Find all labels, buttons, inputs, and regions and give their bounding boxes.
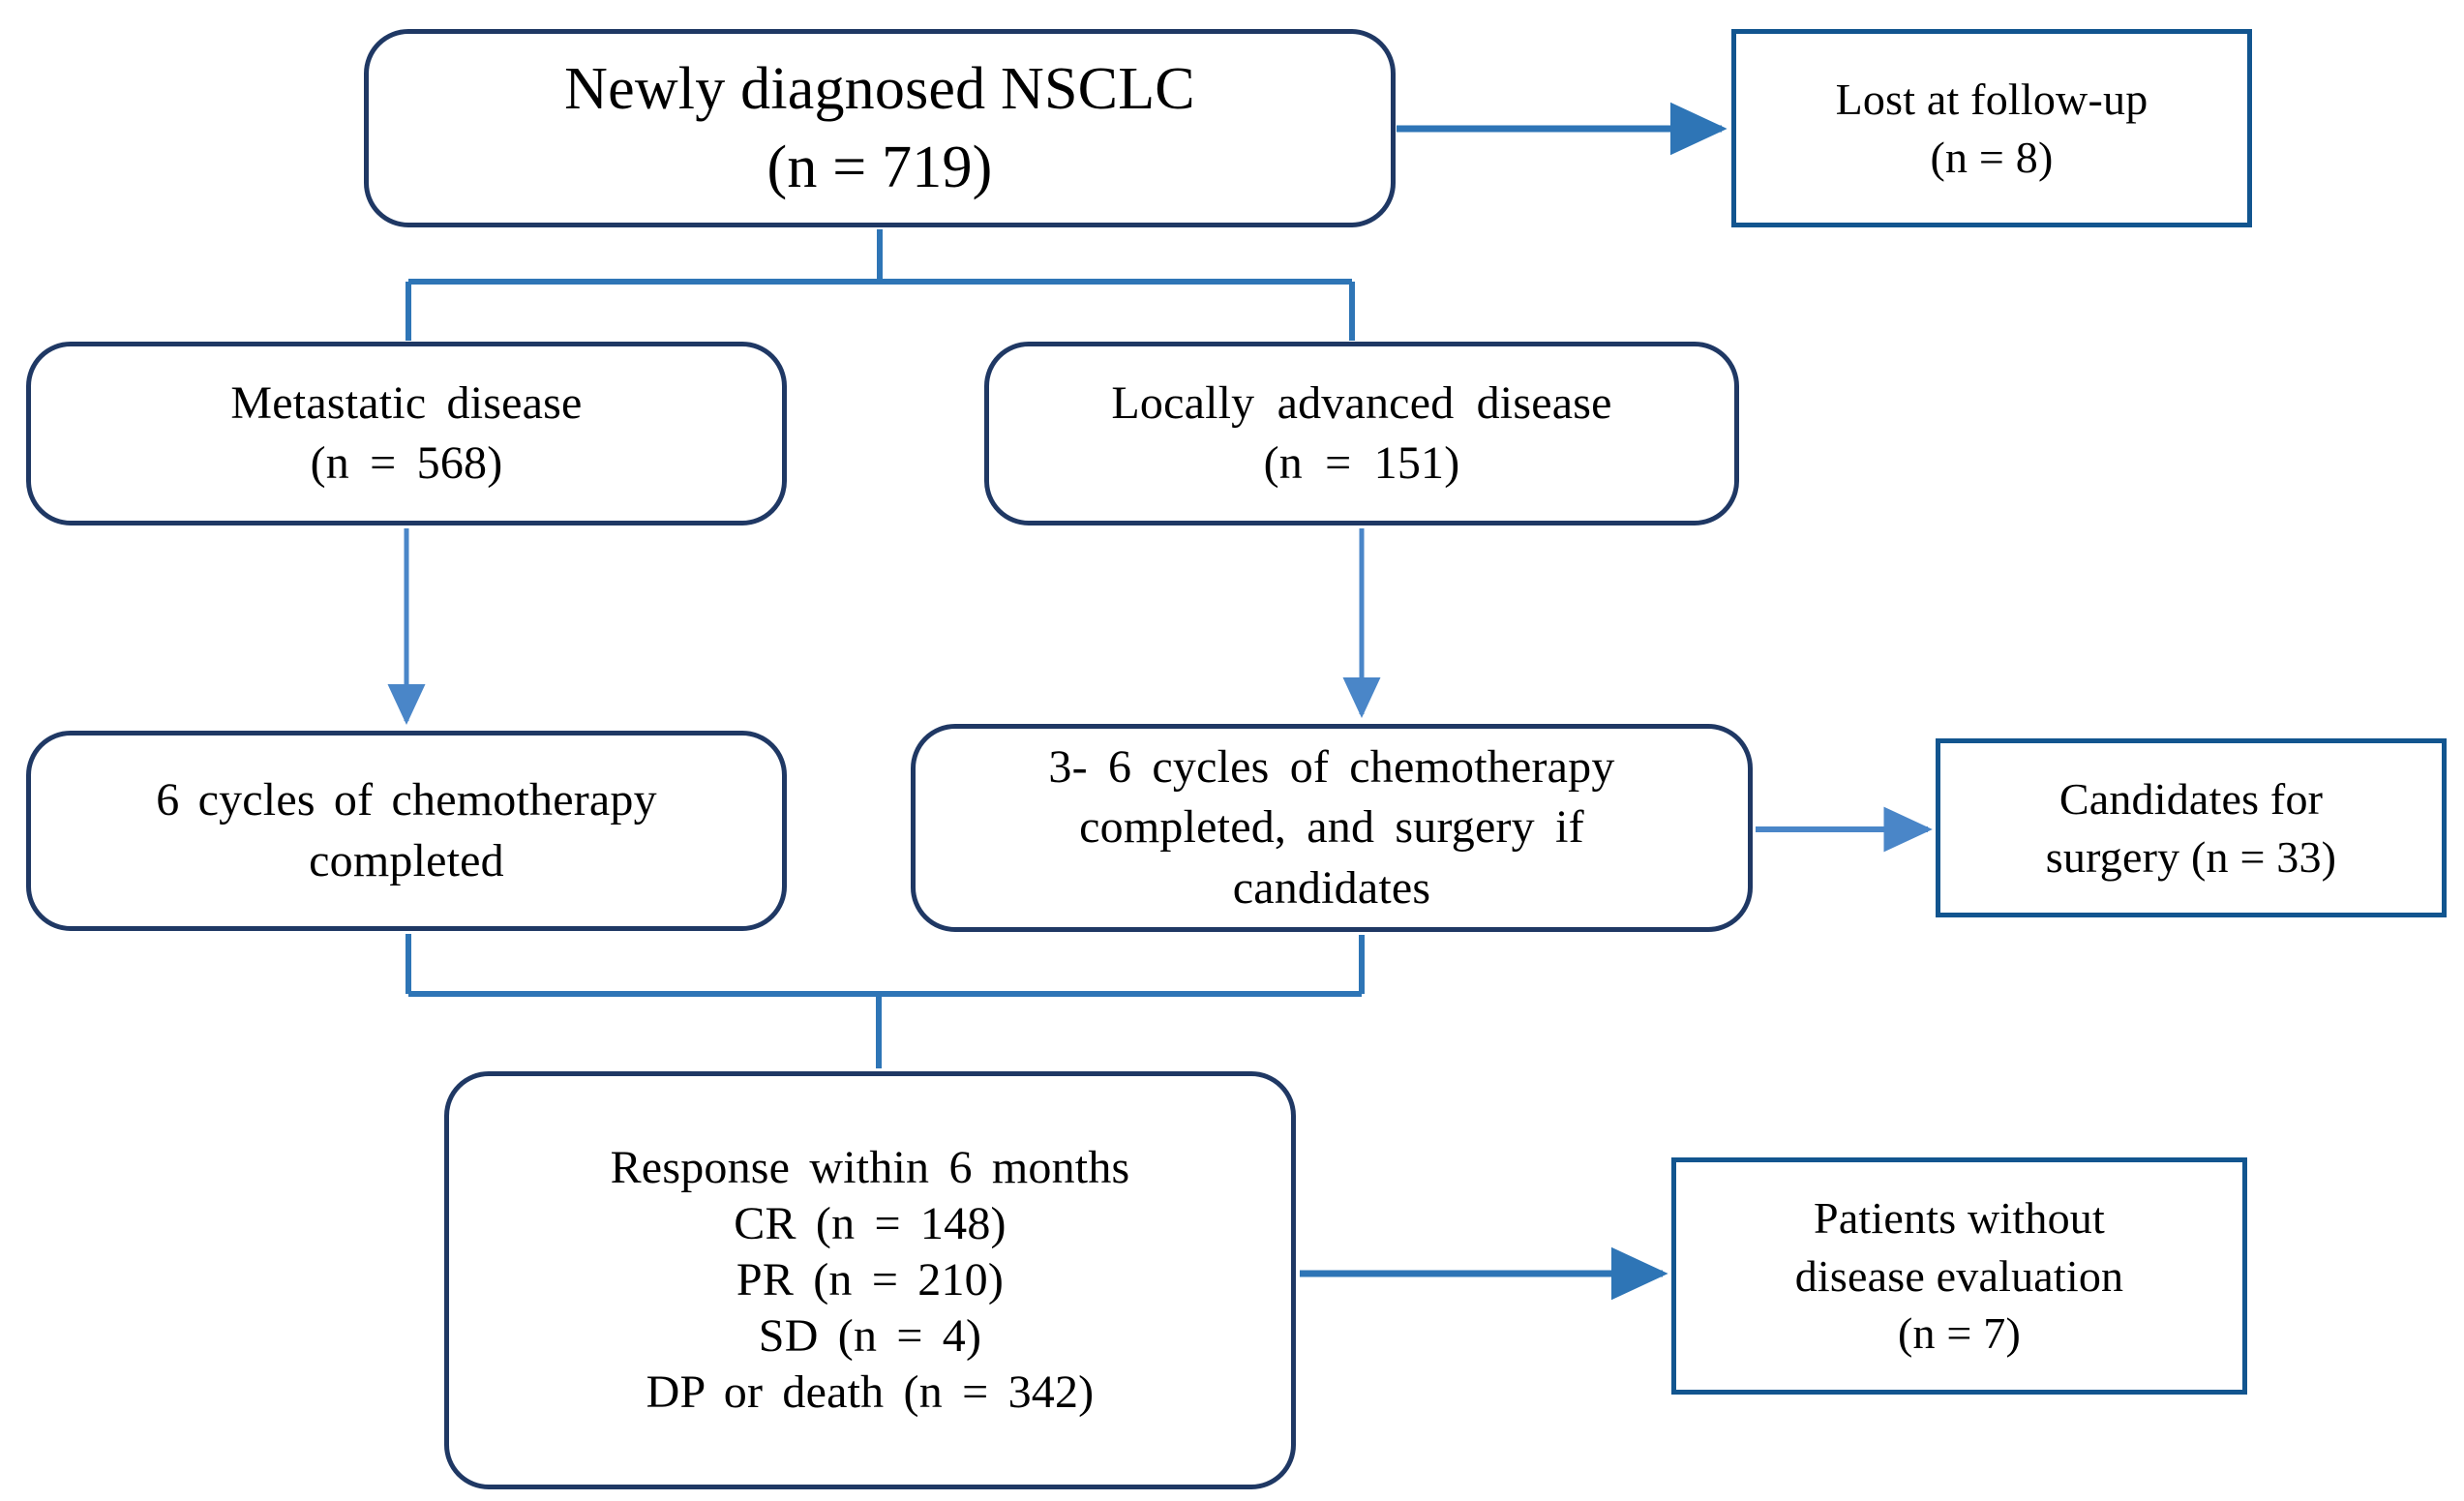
node-six-cycles-chemotherapy[interactable]: 6 cycles of chemotherapy completed	[26, 731, 787, 931]
node-newly-diagnosed[interactable]: Newly diagnosed NSCLC (n = 719)	[364, 29, 1396, 227]
node-metastatic-disease[interactable]: Metastatic disease (n = 568)	[26, 342, 787, 525]
node-metastatic-disease-label: Metastatic disease (n = 568)	[230, 376, 583, 489]
node-lost-at-follow-up-label: Lost at follow-up (n = 8)	[1835, 74, 2148, 182]
node-locally-advanced-disease-label: Locally advanced disease (n = 151)	[1111, 376, 1612, 489]
edge-newly-diagnosed-split	[406, 229, 1355, 341]
node-patients-without-disease-evaluation-label: Patients without disease evaluation (n =…	[1794, 1192, 2124, 1359]
node-lost-at-follow-up[interactable]: Lost at follow-up (n = 8)	[1731, 29, 2252, 227]
node-candidates-for-surgery[interactable]: Candidates for surgery (n = 33)	[1936, 738, 2447, 917]
node-candidates-for-surgery-label: Candidates for surgery (n = 33)	[2045, 773, 2337, 882]
node-newly-diagnosed-label: Newly diagnosed NSCLC (n = 719)	[564, 55, 1195, 200]
edge-cycles-merge-to-response	[406, 934, 1365, 1068]
node-patients-without-disease-evaluation[interactable]: Patients without disease evaluation (n =…	[1671, 1157, 2247, 1395]
node-response-within-6-months-label: Response within 6 months CR (n = 148) PR…	[610, 1141, 1130, 1419]
node-three-to-six-cycles-chemotherapy[interactable]: 3- 6 cycles of chemotherapy completed, a…	[911, 724, 1753, 932]
node-response-within-6-months[interactable]: Response within 6 months CR (n = 148) PR…	[444, 1071, 1296, 1489]
node-locally-advanced-disease[interactable]: Locally advanced disease (n = 151)	[984, 342, 1739, 525]
node-six-cycles-chemotherapy-label: 6 cycles of chemotherapy completed	[156, 774, 657, 886]
node-three-to-six-cycles-chemotherapy-label: 3- 6 cycles of chemotherapy completed, a…	[1048, 740, 1615, 914]
